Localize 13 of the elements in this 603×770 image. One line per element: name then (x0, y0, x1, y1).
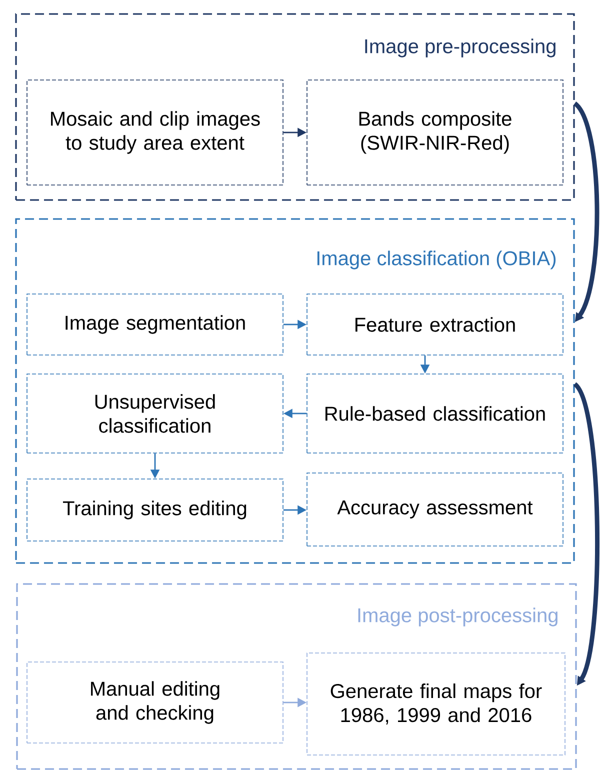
stage-title: Image pre-processing (365, 38, 556, 58)
process-box: Generate final maps for 1986, 1999 and 2016 (306, 652, 566, 756)
process-box: Training sites editing (26, 478, 284, 542)
process-box: Unsupervised classification (26, 374, 284, 454)
stage-title: Image classification (OBIA) (317, 250, 556, 270)
process-box: Rule-based classification (306, 374, 564, 454)
process-box: Accuracy assessment (306, 472, 564, 546)
process-box: Feature extraction (306, 294, 564, 356)
process-box: Bands composite (SWIR-NIR-Red) (306, 80, 564, 186)
process-box: Manual editing and checking (26, 662, 284, 744)
process-box: Image segmentation (26, 294, 284, 356)
process-box: Mosaic and clip images to study area extent (26, 80, 284, 186)
stage-title: Image post-processing (358, 608, 558, 626)
